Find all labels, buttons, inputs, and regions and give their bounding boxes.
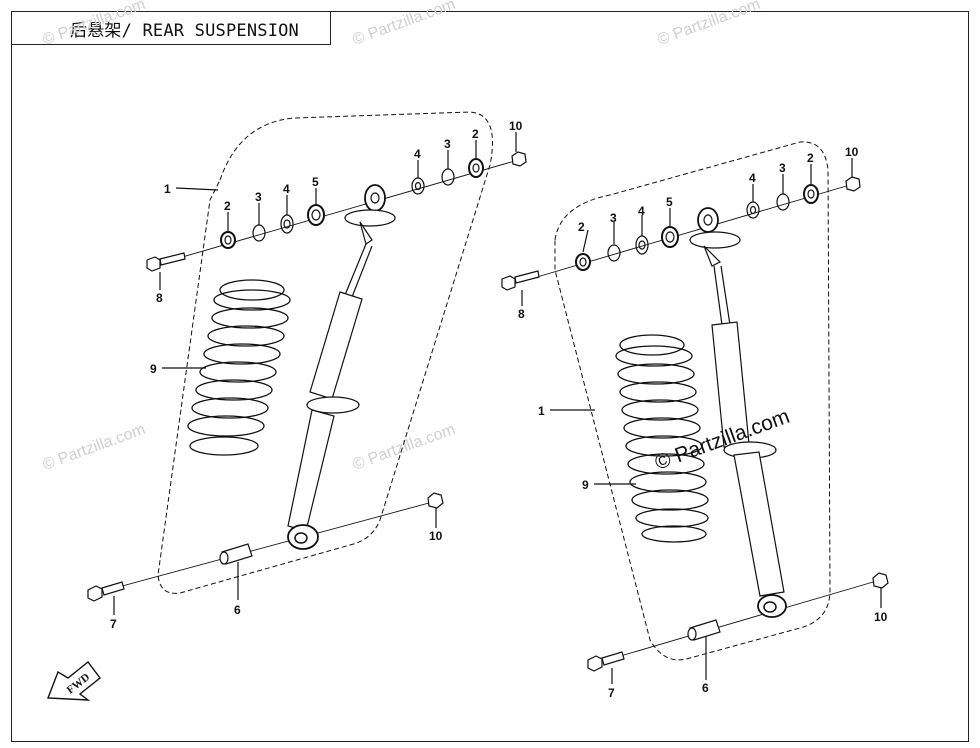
bearing-5-left <box>307 204 325 226</box>
part-label: 4 <box>414 147 421 161</box>
nut-10-right <box>845 176 861 192</box>
part-label: 6 <box>234 603 241 617</box>
washer-4-left-b <box>411 177 425 195</box>
sleeve-6-right <box>687 619 721 641</box>
part-label: 9 <box>150 362 157 376</box>
part-label: 2 <box>224 199 231 213</box>
watermark: © Partzilla.com <box>351 421 458 474</box>
part-label: 6 <box>702 681 709 695</box>
watermark: © Partzilla.com <box>41 421 148 474</box>
shock-absorber-left <box>287 184 396 550</box>
part-label: 10 <box>509 119 523 133</box>
ring-3-left <box>252 224 266 242</box>
part-label: 3 <box>610 211 617 225</box>
washer-4-right-b <box>746 201 760 219</box>
part-label: 4 <box>283 182 290 196</box>
part-label: 4 <box>749 171 756 185</box>
ring-3-left-b <box>441 168 455 186</box>
part-label: 3 <box>255 190 262 204</box>
forward-arrow-icon <box>46 661 101 701</box>
part-label: 4 <box>638 204 645 218</box>
bushing-2-left-b <box>468 158 484 178</box>
bolt-8-left <box>146 252 186 272</box>
left-part-labels: 1 2 3 4 5 4 3 2 10 8 9 10 7 6 <box>110 119 523 631</box>
diagram-frame <box>11 11 969 742</box>
part-label: 1 <box>538 404 545 418</box>
part-label: 10 <box>874 610 888 624</box>
part-label: 2 <box>472 127 479 141</box>
part-label: 2 <box>578 220 585 234</box>
right-assembly <box>501 141 889 684</box>
washer-4-left <box>280 214 294 234</box>
bearing-5-right <box>661 226 679 248</box>
lower-axis-line <box>99 499 441 593</box>
title-text: 后悬架/ REAR SUSPENSION <box>70 20 299 41</box>
part-label: 8 <box>156 291 163 305</box>
diagram-title: 后悬架/ REAR SUSPENSION <box>11 11 331 45</box>
part-label: 7 <box>608 686 615 700</box>
bolt-7-right <box>587 651 625 672</box>
right-part-labels: 1 2 3 4 5 4 3 2 10 8 9 10 7 6 <box>518 145 888 700</box>
part-label: 9 <box>582 478 589 492</box>
part-label: 3 <box>779 161 786 175</box>
watermark: © Partzilla.com <box>656 0 763 49</box>
part-label: 10 <box>845 145 859 159</box>
bushing-2-right-b <box>803 184 819 204</box>
bolt-8-right <box>501 270 540 291</box>
nut-10-right-lower <box>872 572 889 589</box>
spring-9-right <box>615 334 709 543</box>
spring-9-left <box>187 279 291 456</box>
ring-3-right <box>607 244 621 262</box>
left-assembly <box>87 111 527 615</box>
part-label: 3 <box>444 137 451 151</box>
shock-absorber-right <box>689 207 787 618</box>
part-label: 2 <box>807 151 814 165</box>
nut-10-left <box>511 151 527 167</box>
bushing-2-left <box>220 231 236 249</box>
bushing-2-right <box>575 253 591 271</box>
assembly-outline-left <box>157 111 493 594</box>
ring-3-right-b <box>776 193 790 211</box>
part-label: 5 <box>666 195 673 209</box>
assembly-outline-right <box>554 141 831 661</box>
sleeve-6-left <box>219 543 253 565</box>
part-label: 8 <box>518 307 525 321</box>
part-label: 10 <box>429 529 443 543</box>
watermarks: © Partzilla.com © Partzilla.com © Partzi… <box>41 0 763 474</box>
part-label: 1 <box>164 182 171 196</box>
watermark: © Partzilla.com <box>41 0 148 49</box>
nut-10-left-lower <box>427 492 444 509</box>
watermark: © Partzilla.com <box>351 0 458 49</box>
part-label: 7 <box>110 617 117 631</box>
bolt-7-left <box>87 581 125 602</box>
part-label: 5 <box>312 175 319 189</box>
